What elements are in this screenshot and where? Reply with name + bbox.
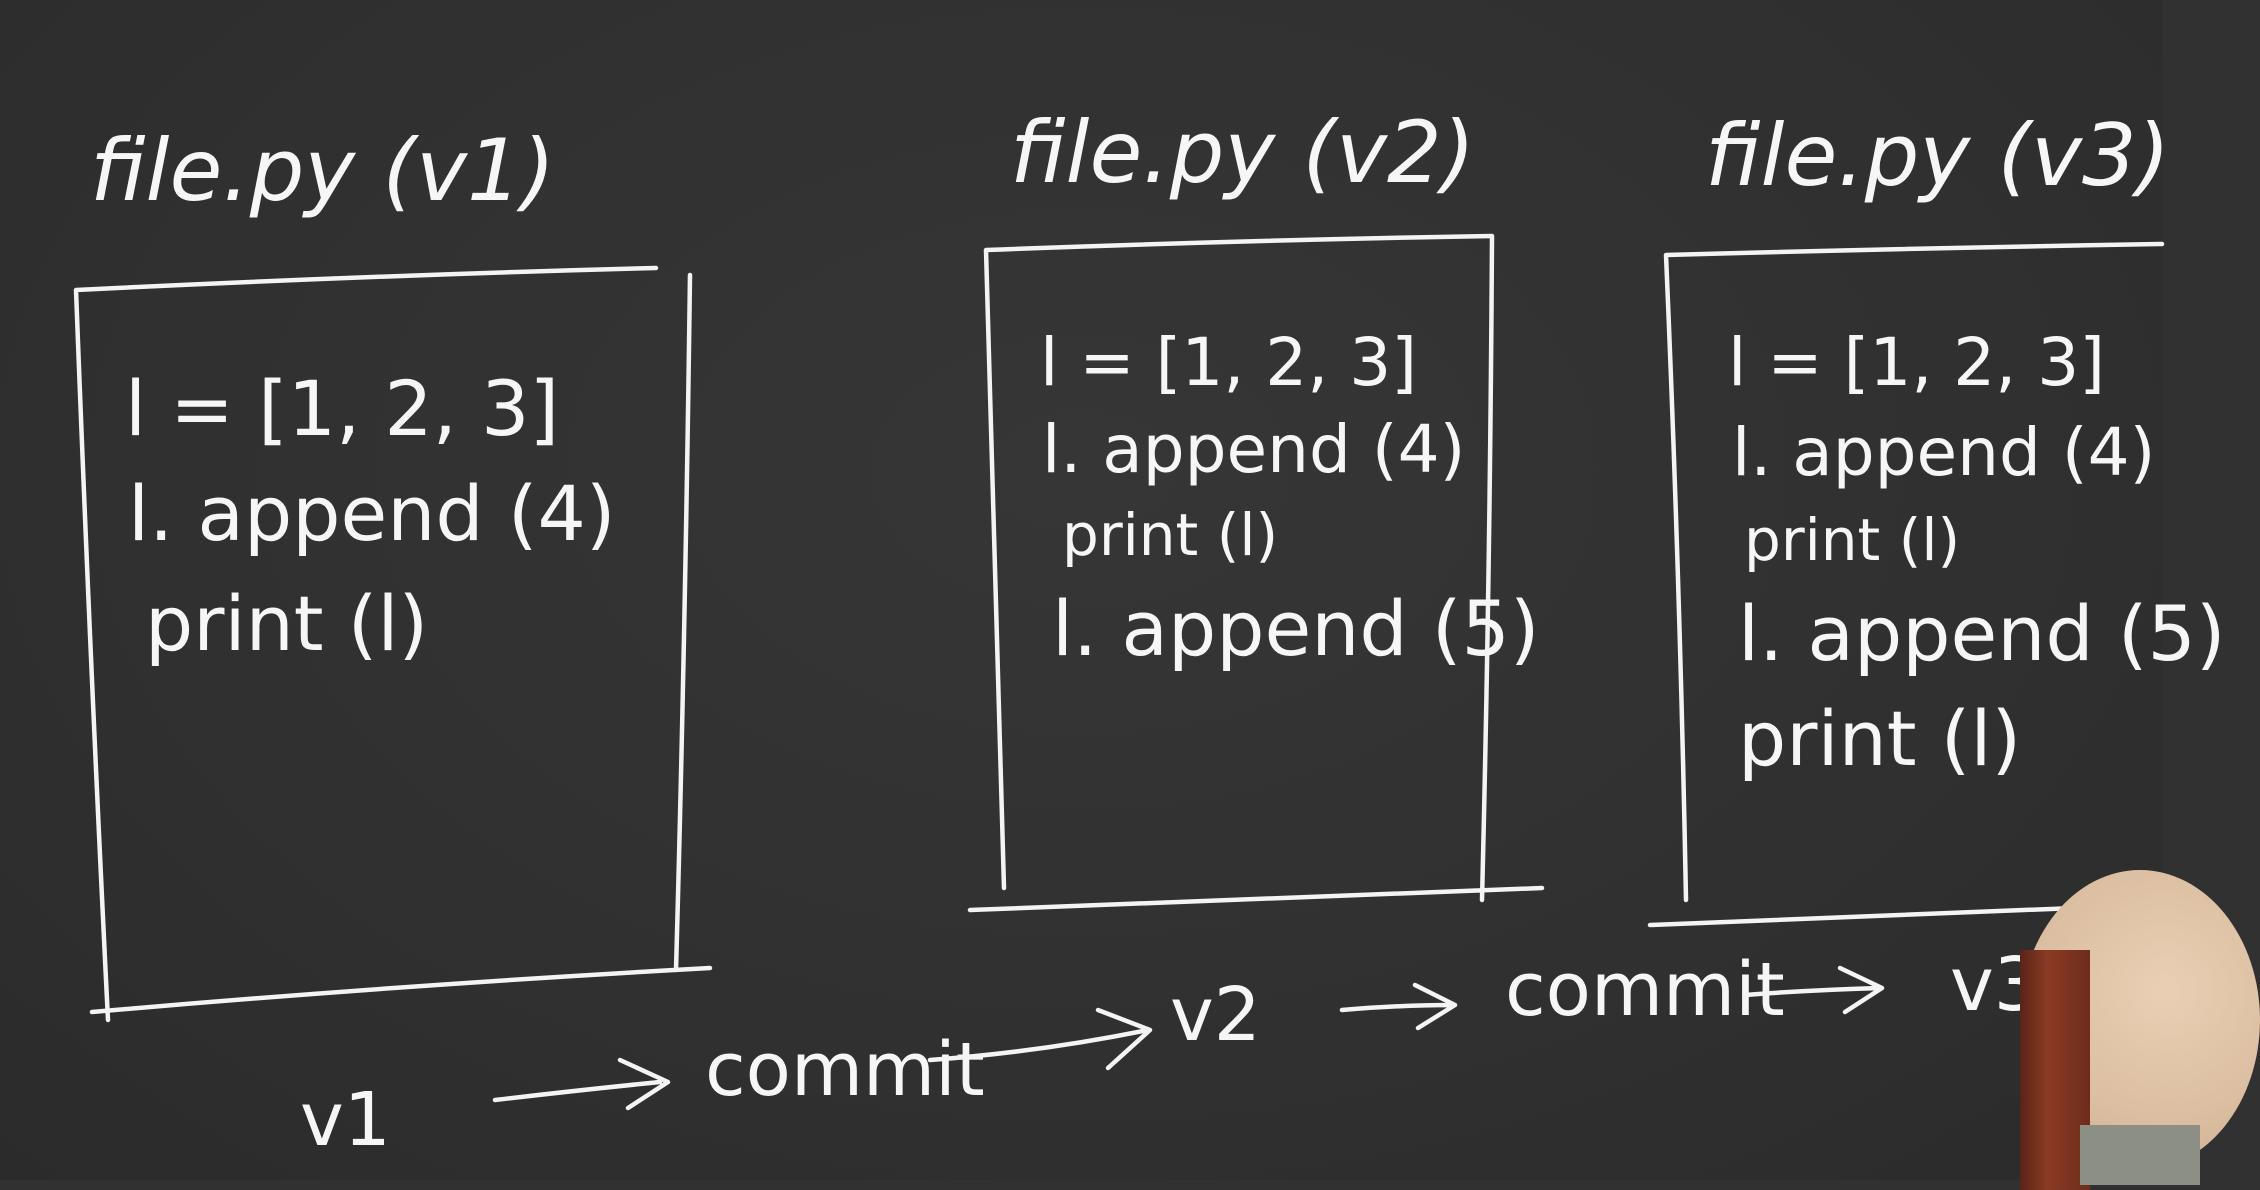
panel-v1-line-3: print (l) [145, 579, 428, 668]
panel-v2-box [967, 233, 1545, 913]
panel-v2-line-4: l. append (5) [1052, 584, 1539, 673]
panel-v3-line-3: print (l) [1744, 506, 1960, 574]
panel-v2: file.py (v2) l = [1, 2, 3] l. append (4)… [967, 103, 1545, 913]
presenter-avatar [2020, 870, 2260, 1190]
flow-v1-label: v1 [300, 1077, 391, 1163]
panel-v1-title: file.py (v1) [90, 121, 555, 221]
flow-arrow-3 [1339, 982, 1458, 1031]
flow-commit-2-label: commit [1505, 947, 1785, 1033]
panel-v1-box [73, 265, 713, 1023]
presenter-shirt [2080, 1125, 2200, 1185]
panel-v3-title: file.py (v3) [1705, 106, 2170, 206]
panel-v2-line-1: l = [1, 2, 3] [1040, 324, 1417, 401]
flow-commit-1-label: commit [705, 1027, 985, 1113]
presenter-scarf [2020, 950, 2090, 1190]
panel-v3: file.py (v3) l = [1, 2, 3] l. append (4)… [1647, 106, 2225, 928]
panel-v1-line-1: l = [1, 2, 3] [125, 364, 559, 453]
flow-arrow-1 [492, 1057, 671, 1111]
panel-v2-line-3: print (l) [1062, 501, 1278, 569]
panel-v2-title: file.py (v2) [1010, 103, 1475, 203]
panel-v1-line-2: l. append (4) [128, 469, 615, 558]
flow-arrow-4 [1742, 965, 1885, 1015]
panel-v3-line-4: l. append (5) [1738, 589, 2225, 678]
panel-v3-line-5: print (l) [1738, 694, 2021, 783]
panel-v2-line-2: l. append (4) [1042, 411, 1465, 488]
panel-v3-line-2: l. append (4) [1732, 414, 2155, 491]
flow-v2-label: v2 [1170, 972, 1261, 1058]
panel-v1: file.py (v1) l = [1, 2, 3] l. append (4)… [73, 121, 713, 1023]
flow-arrow-2 [927, 1007, 1153, 1071]
version-flow: v1 commit v2 commit v3 [300, 942, 2041, 1163]
version-diagram: file.py (v1) l = [1, 2, 3] l. append (4)… [73, 103, 2225, 1163]
panel-v3-line-1: l = [1, 2, 3] [1728, 324, 2105, 401]
